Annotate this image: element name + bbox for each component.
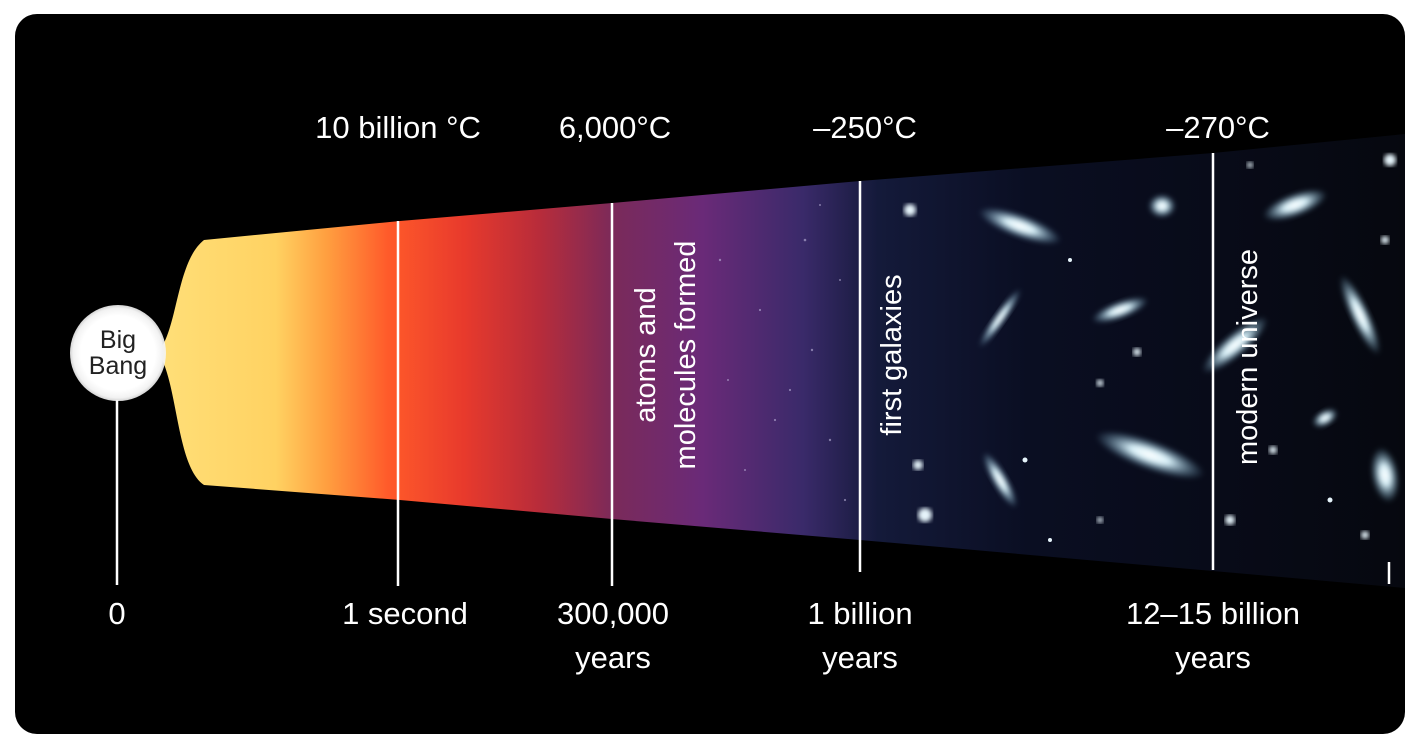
time-label-line: years xyxy=(1175,640,1251,675)
big-bang-label-line1: Big xyxy=(99,326,137,354)
era-label-atoms-molecules: atoms and molecules formed xyxy=(626,210,706,500)
time-label-line: 1 billion xyxy=(807,596,913,631)
time-label-line: years xyxy=(575,640,651,675)
time-label-0: 0 xyxy=(108,596,126,631)
big-bang-label-line2: Bang xyxy=(88,352,148,380)
time-label-300000-years: 300,000 years xyxy=(525,592,701,680)
era-label-line: atoms and xyxy=(630,287,662,423)
time-label-line: 300,000 xyxy=(556,596,670,631)
time-label-line: years xyxy=(822,640,898,675)
time-markers xyxy=(115,153,1391,586)
temperature-label: 6,000°C xyxy=(558,110,672,145)
temperature-label: –250°C xyxy=(813,110,917,145)
galaxies xyxy=(978,188,1400,508)
time-label-12-15-billion-years: 12–15 billion years xyxy=(1098,592,1328,680)
time-label-1-second: 1 second xyxy=(342,596,468,631)
era-label-first-galaxies: first galaxies xyxy=(876,274,908,436)
time-label-1-billion-years: 1 billion years xyxy=(775,592,945,680)
temperature-label: –270°C xyxy=(1166,110,1270,145)
era-label-line: molecules formed xyxy=(670,240,702,470)
star-field xyxy=(718,204,847,502)
big-bang-circle: Big Bang xyxy=(70,305,166,401)
era-label-modern-universe: modern universe xyxy=(1232,249,1264,465)
temperature-label: 10 billion °C xyxy=(315,110,481,145)
time-label-line: 12–15 billion xyxy=(1125,596,1301,631)
bright-stars xyxy=(904,154,1396,542)
universe-expansion-cone xyxy=(158,134,1405,588)
